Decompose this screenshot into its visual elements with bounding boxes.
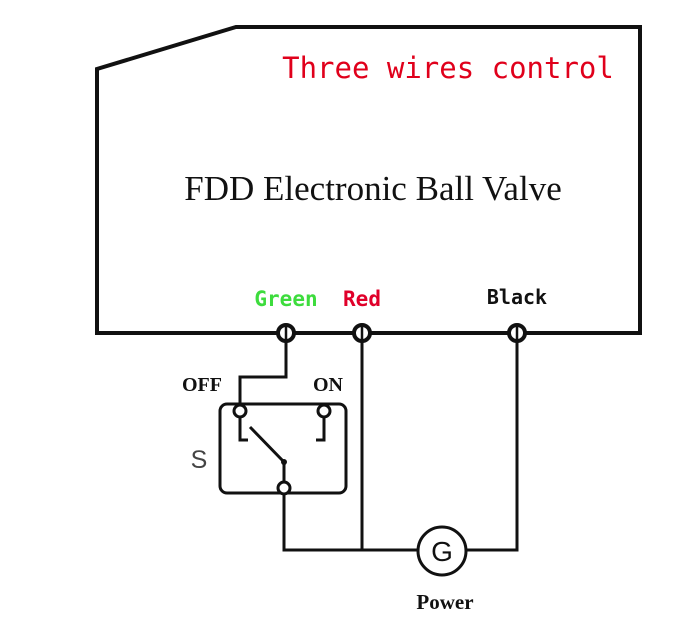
power-source-symbol: G [431, 536, 453, 567]
wire-green [238, 341, 288, 404]
power-source-icon [416, 525, 468, 577]
terminal-green [276, 323, 296, 343]
switch-on-stub [316, 418, 326, 442]
terminal-black [507, 323, 527, 343]
terminal-label-red: Red [343, 287, 381, 311]
valve-housing-outline [95, 25, 642, 335]
switch-on-label: ON [313, 374, 344, 396]
switch-pivot-dot [281, 459, 287, 465]
device-title: FDD Electronic Ball Valve [184, 169, 561, 208]
header-note: Three wires control [282, 51, 614, 85]
switch-lever [248, 425, 286, 464]
switch-off-stub [238, 418, 248, 442]
terminal-red [352, 323, 372, 343]
switch-label: S [191, 446, 208, 474]
wire-switch-common [282, 495, 418, 552]
switch-off-label: OFF [182, 374, 222, 396]
wire-black [466, 341, 519, 552]
switch-off-contact [232, 403, 248, 419]
switch-common-contact [276, 480, 292, 496]
power-label: Power [416, 590, 473, 614]
terminal-label-green: Green [254, 287, 317, 311]
terminal-label-black: Black [487, 285, 547, 309]
switch-on-contact [316, 403, 332, 419]
wires [238, 341, 519, 552]
